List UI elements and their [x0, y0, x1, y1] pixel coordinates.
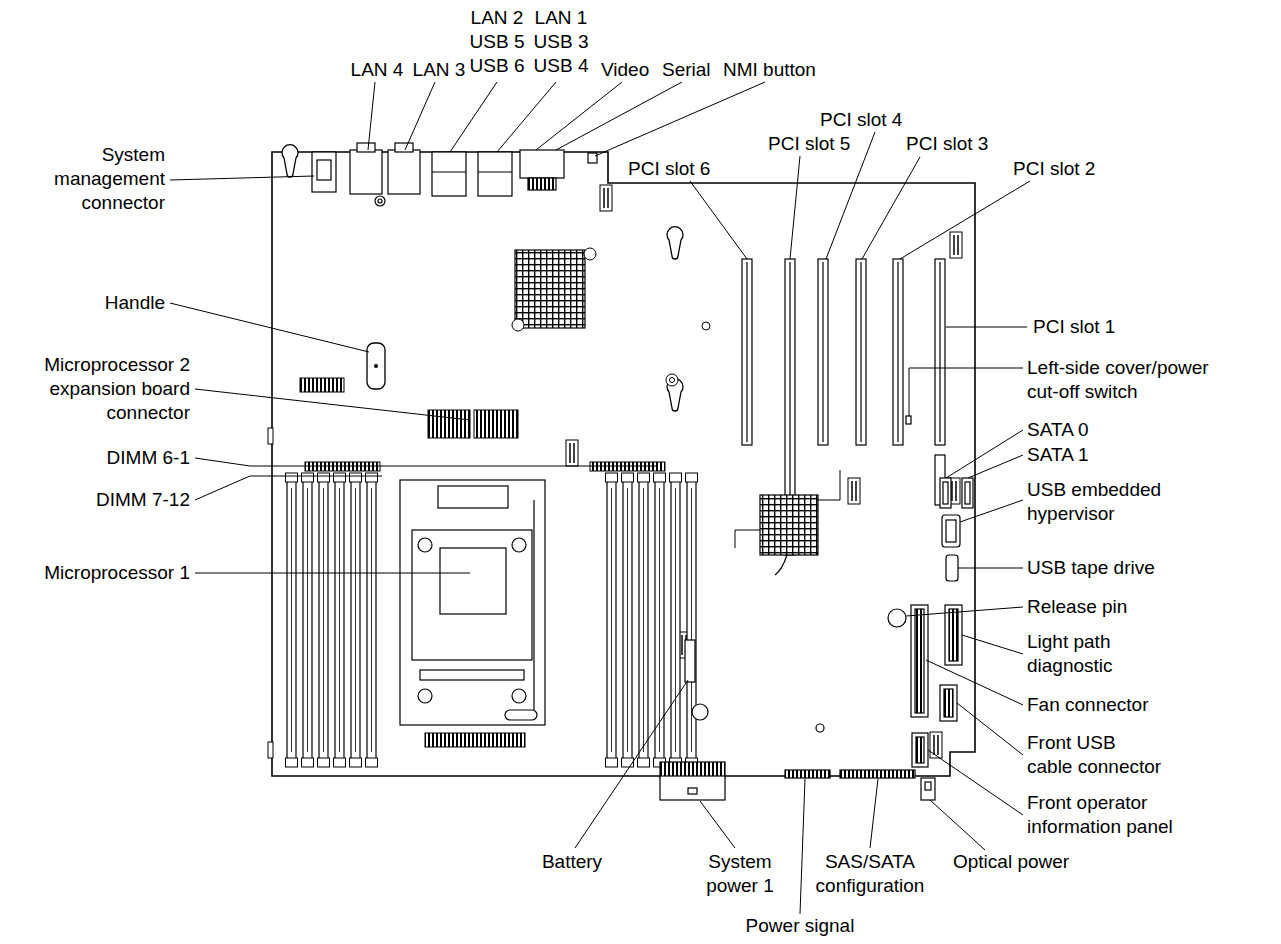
- label-line: Microprocessor 2: [44, 353, 190, 377]
- label-line: LAN 4: [351, 58, 404, 82]
- label-line: Left-side cover/power: [1027, 356, 1209, 380]
- label-line: Battery: [542, 850, 602, 874]
- part-label: Handle: [105, 291, 165, 315]
- label-line: LAN 1: [534, 6, 589, 30]
- pci-slots: [742, 259, 945, 575]
- label-line: PCI slot 1: [1033, 315, 1115, 339]
- label-line: configuration: [816, 874, 925, 898]
- label-line: Light path: [1027, 630, 1113, 654]
- label-line: connector: [54, 191, 165, 215]
- label-line: PCI slot 6: [628, 157, 710, 181]
- part-label: SAS/SATA configuration: [816, 850, 925, 898]
- label-line: cut-off switch: [1027, 380, 1209, 404]
- label-line: Handle: [105, 291, 165, 315]
- label-line: Release pin: [1027, 595, 1127, 619]
- part-label: Serial: [662, 58, 711, 82]
- label-line: PCI slot 5: [768, 132, 850, 156]
- label-line: Video: [601, 58, 649, 82]
- part-label: USB embedded hypervisor: [1027, 478, 1161, 526]
- label-line: information panel: [1027, 815, 1173, 839]
- rear-connectors: [312, 143, 597, 206]
- label-line: Front operator: [1027, 791, 1173, 815]
- part-label: PCI slot 4: [820, 108, 902, 132]
- part-label: PCI slot 2: [1013, 157, 1095, 181]
- label-line: DIMM 7-12: [96, 488, 190, 512]
- part-label: SATA 0: [1027, 418, 1089, 442]
- label-line: SATA 1: [1027, 443, 1089, 467]
- part-label: PCI slot 5: [768, 132, 850, 156]
- label-line: cable connector: [1027, 755, 1161, 779]
- label-line: SAS/SATA: [816, 850, 925, 874]
- label-line: Optical power: [953, 850, 1069, 874]
- label-line: Power signal: [746, 914, 855, 938]
- chipset-heatsink: [512, 248, 596, 331]
- label-line: Fan connector: [1027, 693, 1148, 717]
- label-line: Front USB: [1027, 731, 1161, 755]
- label-line: USB 6: [470, 54, 525, 78]
- part-label: Battery: [542, 850, 602, 874]
- label-line: hypervisor: [1027, 502, 1161, 526]
- label-line: NMI button: [723, 58, 816, 82]
- label-line: PCI slot 2: [1013, 157, 1095, 181]
- part-label: Release pin: [1027, 595, 1127, 619]
- label-line: USB tape drive: [1027, 556, 1155, 580]
- leader-lines: [170, 82, 1030, 914]
- label-line: Microprocessor 1: [44, 561, 190, 585]
- label-line: System: [706, 850, 774, 874]
- part-label: Light path diagnostic: [1027, 630, 1113, 678]
- part-label: Microprocessor 1: [44, 561, 190, 585]
- part-label: LAN 1 USB 3 USB 4: [534, 6, 589, 78]
- part-label: Microprocessor 2 expansion board connect…: [44, 353, 190, 425]
- part-label: System management connector: [54, 143, 165, 215]
- board-components: [660, 416, 973, 800]
- label-line: LAN 2: [470, 6, 525, 30]
- part-label: PCI slot 6: [628, 157, 710, 181]
- label-line: DIMM 6-1: [107, 446, 190, 470]
- label-line: USB 4: [534, 54, 589, 78]
- part-label: System power 1: [706, 850, 774, 898]
- part-label: DIMM 7-12: [96, 488, 190, 512]
- label-line: USB 3: [534, 30, 589, 54]
- label-line: power 1: [706, 874, 774, 898]
- label-line: PCI slot 4: [820, 108, 902, 132]
- cpu-socket: [400, 480, 545, 725]
- part-label: USB tape drive: [1027, 556, 1155, 580]
- center-heatsink: [735, 470, 840, 555]
- part-label: Front operator information panel: [1027, 791, 1173, 839]
- label-line: System: [54, 143, 165, 167]
- label-line: diagnostic: [1027, 654, 1113, 678]
- part-label: PCI slot 1: [1033, 315, 1115, 339]
- part-label: NMI button: [723, 58, 816, 82]
- part-label: Left-side cover/power cut-off switch: [1027, 356, 1209, 404]
- label-line: LAN 3: [413, 58, 466, 82]
- label-line: USB 5: [470, 30, 525, 54]
- part-label: Power signal: [746, 914, 855, 938]
- dimm-slots: [286, 473, 698, 767]
- label-line: expansion board: [44, 377, 190, 401]
- label-line: Serial: [662, 58, 711, 82]
- label-line: management: [54, 167, 165, 191]
- part-label: LAN 2 USB 5 USB 6: [470, 6, 525, 78]
- part-label: LAN 4: [351, 58, 404, 82]
- label-line: PCI slot 3: [906, 132, 988, 156]
- part-label: Front USB cable connector: [1027, 731, 1161, 779]
- part-label: PCI slot 3: [906, 132, 988, 156]
- part-label: DIMM 6-1: [107, 446, 190, 470]
- part-label: LAN 3: [413, 58, 466, 82]
- part-label: Fan connector: [1027, 693, 1148, 717]
- part-label: Video: [601, 58, 649, 82]
- handle: [367, 343, 385, 389]
- label-line: USB embedded: [1027, 478, 1161, 502]
- part-label: SATA 1: [1027, 443, 1089, 467]
- board-outline: [268, 152, 975, 776]
- part-label: Optical power: [953, 850, 1069, 874]
- label-line: SATA 0: [1027, 418, 1089, 442]
- label-line: connector: [44, 401, 190, 425]
